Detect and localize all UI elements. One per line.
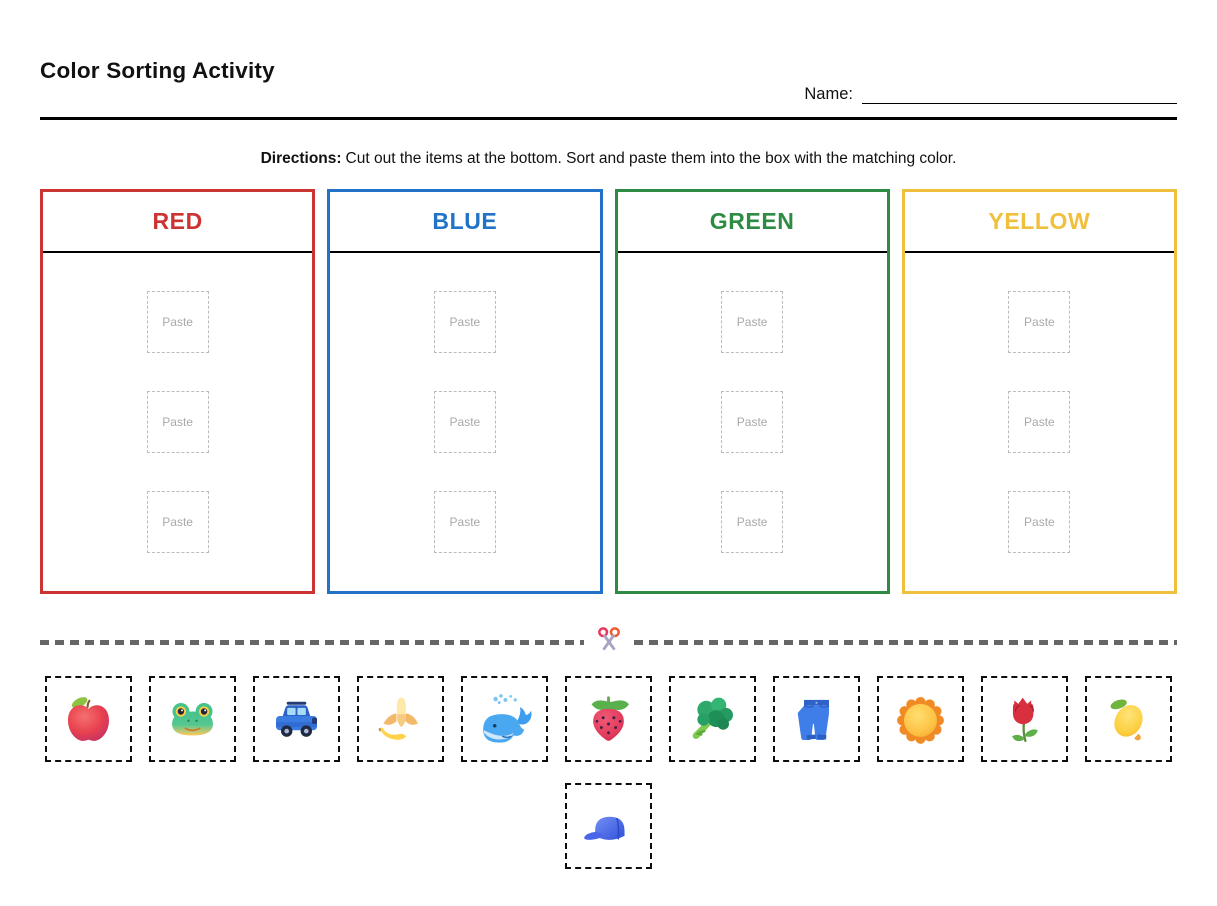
paste-slot: Paste	[1008, 291, 1071, 353]
cutout-item-jeans	[773, 676, 860, 762]
color-box-header-green: GREEN	[617, 192, 887, 253]
cutout-items-row-2	[0, 783, 1217, 869]
directions-label: Directions:	[260, 150, 342, 167]
paste-slot: Paste	[146, 491, 209, 553]
sun-icon	[892, 691, 949, 748]
cutout-item-blue-suv	[253, 676, 340, 762]
broccoli-icon	[684, 691, 741, 748]
red-apple-icon	[60, 691, 117, 748]
paste-slot: Paste	[721, 491, 784, 553]
paste-slot: Paste	[146, 391, 209, 453]
cutout-item-sun	[877, 676, 964, 762]
strawberry-icon	[580, 691, 637, 748]
directions-body: Cut out the items at the bottom. Sort an…	[345, 150, 957, 167]
paste-slot: Paste	[721, 391, 784, 453]
directions-text: Directions:Cut out the items at the bott…	[0, 150, 1217, 168]
cutout-item-peeled-banana	[357, 676, 444, 762]
name-label: Name:	[804, 85, 853, 103]
cut-line-dashes-left	[40, 639, 584, 645]
paste-slot: Paste	[1008, 391, 1071, 453]
color-box-header-blue: BLUE	[330, 192, 600, 253]
jeans-icon	[788, 691, 845, 748]
color-box-header-red: RED	[43, 192, 313, 253]
cutout-item-broccoli	[669, 676, 756, 762]
cutout-item-blue-cap	[565, 783, 652, 869]
blue-cap-icon	[580, 798, 637, 855]
paste-slot: Paste	[433, 291, 496, 353]
frog-face-icon	[164, 691, 221, 748]
paste-slot: Paste	[146, 291, 209, 353]
cut-line-dashes-right	[633, 639, 1177, 645]
color-box-header-yellow: YELLOW	[904, 192, 1174, 253]
rose-icon	[996, 691, 1053, 748]
lemon-icon	[1100, 691, 1157, 748]
paste-slot: Paste	[1008, 491, 1071, 553]
cutout-items-row-1	[0, 676, 1217, 762]
cutout-item-spouting-whale	[461, 676, 548, 762]
cutout-item-lemon	[1085, 676, 1172, 762]
paste-slot: Paste	[433, 391, 496, 453]
paste-slot: Paste	[433, 491, 496, 553]
cutout-item-red-apple	[45, 676, 132, 762]
name-blank-line	[862, 85, 1177, 104]
peeled-banana-icon	[372, 691, 429, 748]
cutout-item-rose	[981, 676, 1068, 762]
name-field: Name:	[804, 85, 1177, 104]
page-title: Color Sorting Activity	[40, 58, 275, 83]
scissors-icon	[594, 626, 624, 658]
spouting-whale-icon	[476, 691, 533, 748]
cut-line	[40, 626, 1177, 658]
cutout-item-strawberry	[565, 676, 652, 762]
blue-suv-icon	[268, 691, 325, 748]
cutout-item-frog-face	[149, 676, 236, 762]
paste-slot: Paste	[721, 291, 784, 353]
header-divider	[40, 117, 1177, 120]
